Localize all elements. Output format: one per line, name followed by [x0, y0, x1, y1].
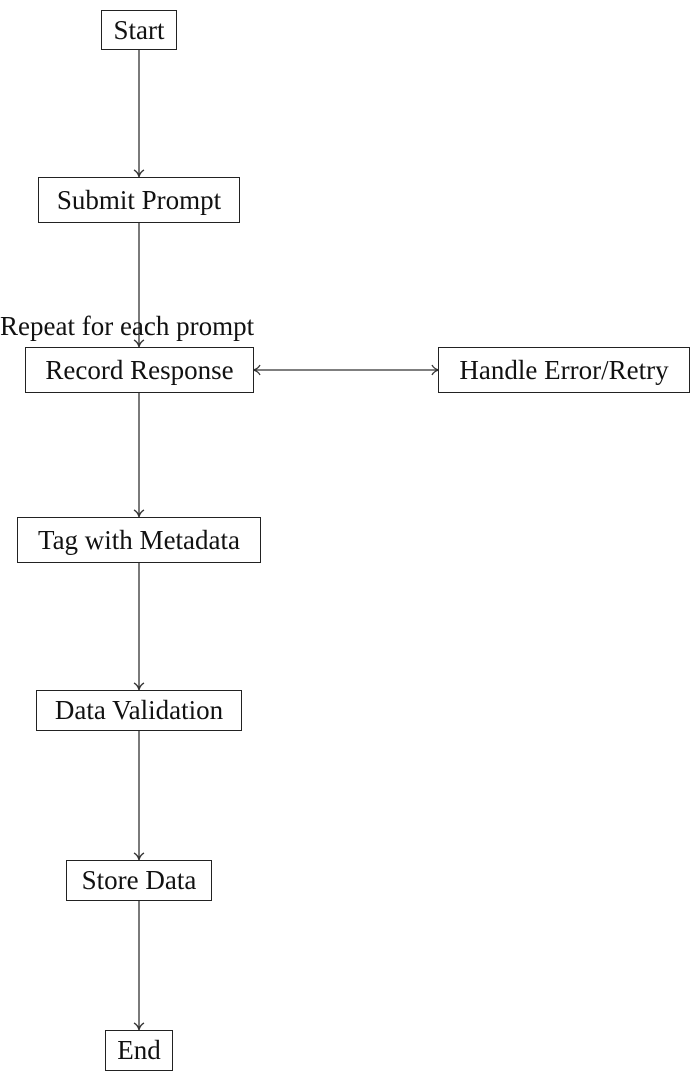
submit-prompt-node: Submit Prompt — [38, 177, 240, 223]
loop-annotation: Repeat for each prompt — [0, 311, 255, 341]
record-response-node: Record Response — [25, 347, 254, 393]
start-node: Start — [101, 10, 177, 50]
tag-metadata-node: Tag with Metadata — [17, 517, 261, 563]
handle-error-node-label: Handle Error/Retry — [459, 354, 669, 385]
data-validation-node-label: Data Validation — [54, 695, 224, 725]
start-node-label: Start — [113, 14, 165, 45]
store-data-node: Store Data — [66, 860, 212, 901]
record-response-node-label: Record Response — [45, 354, 234, 385]
submit-prompt-node-label: Submit Prompt — [56, 184, 222, 215]
store-data-node-label: Store Data — [81, 865, 197, 895]
tag-metadata-node-label: Tag with Metadata — [37, 524, 241, 555]
end-node: End — [105, 1030, 173, 1071]
data-validation-node: Data Validation — [36, 690, 242, 731]
handle-error-node: Handle Error/Retry — [438, 347, 690, 393]
end-node-label: End — [117, 1035, 161, 1065]
